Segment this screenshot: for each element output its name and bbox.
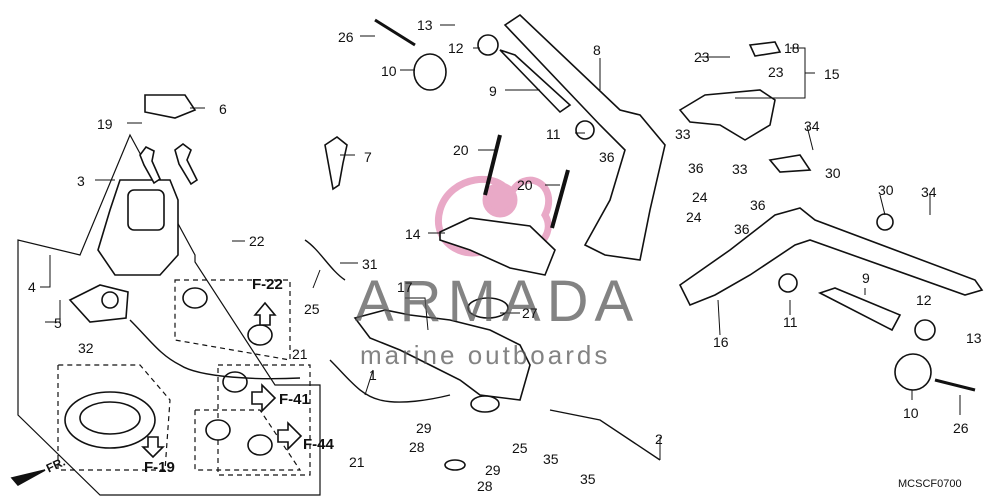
callout-30-right[interactable]: 30	[878, 182, 894, 198]
callout-15[interactable]: 15	[824, 66, 840, 82]
callout-23-right[interactable]: 23	[768, 64, 784, 80]
callout-1[interactable]: 1	[369, 367, 377, 383]
diagram-code: MCSCF0700	[898, 478, 962, 490]
callout-22[interactable]: 22	[249, 233, 265, 249]
callout-19[interactable]: 19	[97, 116, 113, 132]
callout-24-lower[interactable]: 24	[686, 209, 702, 225]
wire-harness	[129, 239, 661, 461]
callout-32[interactable]: 32	[78, 340, 94, 356]
watermark-title: ARMADA	[355, 269, 640, 334]
callout-26[interactable]: 26	[338, 29, 354, 45]
callout-34-right[interactable]: 34	[921, 184, 937, 200]
callout-3[interactable]: 3	[77, 173, 85, 189]
right-handlebar	[678, 207, 984, 392]
callout-17[interactable]: 17	[397, 279, 413, 295]
callout-28-lower[interactable]: 28	[477, 478, 493, 494]
callout-30[interactable]: 30	[825, 165, 841, 181]
ref-f41[interactable]: F-41	[279, 391, 310, 408]
callout-12[interactable]: 12	[448, 40, 464, 56]
callout-27[interactable]: 27	[522, 305, 538, 321]
top-bridge	[353, 217, 556, 471]
callout-28[interactable]: 28	[409, 439, 425, 455]
handlebar-holder-bracket	[678, 41, 894, 231]
callout-21-lower[interactable]: 21	[349, 454, 365, 470]
callout-31[interactable]: 31	[362, 256, 378, 272]
callout-13-right[interactable]: 13	[966, 330, 982, 346]
lock-set-outline	[17, 133, 321, 496]
watermark-logo	[434, 176, 553, 257]
key-and-cylinders	[182, 136, 348, 456]
callout-13[interactable]: 13	[417, 17, 433, 33]
callout-6[interactable]: 6	[219, 101, 227, 117]
left-handlebar	[374, 13, 666, 261]
callout-14[interactable]: 14	[405, 226, 421, 242]
callout-21[interactable]: 21	[292, 346, 308, 362]
callout-20[interactable]: 20	[453, 142, 469, 158]
callout-36[interactable]: 36	[599, 149, 615, 165]
callout-11-right[interactable]: 11	[783, 314, 798, 330]
callout-25-lower[interactable]: 25	[512, 440, 528, 456]
callout-7[interactable]: 7	[364, 149, 372, 165]
callout-18[interactable]: 18	[784, 40, 800, 56]
callout-8[interactable]: 8	[593, 42, 601, 58]
callout-10-right[interactable]: 10	[903, 405, 919, 421]
ignition-switch-assembly	[64, 94, 199, 449]
callout-26-right[interactable]: 26	[953, 420, 969, 436]
callout-35-lower[interactable]: 35	[580, 471, 596, 487]
callout-33-mid[interactable]: 33	[732, 161, 748, 177]
ref-f44[interactable]: F-44	[303, 436, 334, 453]
callout-2[interactable]: 2	[655, 431, 663, 447]
callout-36-right[interactable]: 36	[750, 197, 766, 213]
leader-lines	[40, 24, 961, 460]
callout-12-right[interactable]: 12	[916, 292, 932, 308]
callout-33[interactable]: 33	[675, 126, 691, 142]
callout-10[interactable]: 10	[381, 63, 397, 79]
callout-11[interactable]: 11	[546, 126, 561, 142]
callout-24[interactable]: 24	[692, 189, 708, 205]
callout-5[interactable]: 5	[54, 315, 62, 331]
reference-arrows	[10, 301, 303, 487]
callout-35[interactable]: 35	[543, 451, 559, 467]
callout-36-mid[interactable]: 36	[688, 160, 704, 176]
ref-f19[interactable]: F-19	[144, 459, 175, 476]
callout-9-right[interactable]: 9	[862, 270, 870, 286]
callout-25[interactable]: 25	[304, 301, 320, 317]
callout-9[interactable]: 9	[489, 83, 497, 99]
callout-20-lower[interactable]: 20	[517, 177, 533, 193]
callout-4[interactable]: 4	[28, 279, 36, 295]
callout-36-lower[interactable]: 36	[734, 221, 750, 237]
callout-16[interactable]: 16	[713, 334, 729, 350]
callout-34[interactable]: 34	[804, 118, 820, 134]
callout-29[interactable]: 29	[416, 420, 432, 436]
ref-f22[interactable]: F-22	[252, 276, 283, 293]
watermark-subtitle: marine outboards	[360, 340, 611, 370]
callout-29-lower[interactable]: 29	[485, 462, 501, 478]
callout-23[interactable]: 23	[694, 49, 710, 65]
